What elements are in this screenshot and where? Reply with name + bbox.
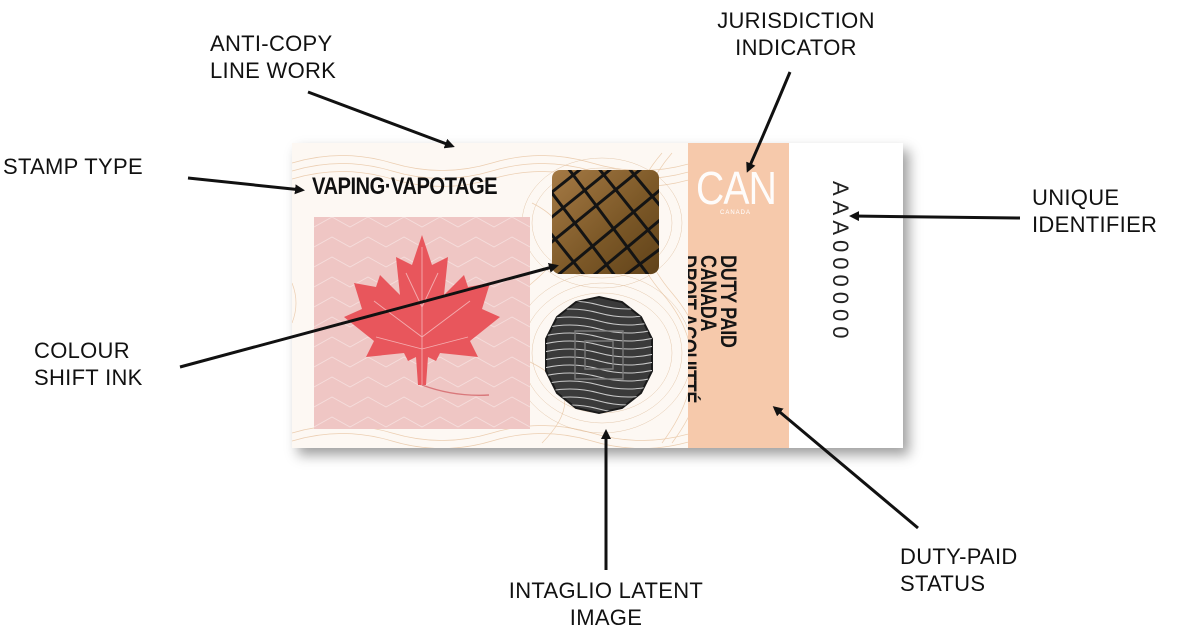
duty-line: DROIT ACQUITTÉ — [688, 255, 701, 404]
maple-leaf-panel — [314, 217, 530, 429]
stamp-type-label: VAPING·VAPOTAGE — [312, 173, 498, 200]
identifier-band: AAA000000 — [789, 143, 903, 448]
duty-line: CANADA — [696, 255, 721, 332]
arrow-stamp-type — [187, 176, 305, 195]
callout-anti-copy: ANTI-COPY LINE WORK — [210, 31, 337, 83]
callout-stamp-type: STAMP TYPE — [3, 154, 143, 179]
intaglio-seal-icon — [545, 295, 653, 415]
colour-shift-ink-patch — [552, 170, 659, 274]
excise-stamp: VAPING·VAPOTAGE — [292, 143, 903, 448]
callout-intaglio: INTAGLIO LATENT IMAGE — [508, 578, 704, 630]
jurisdiction-microtext: CANADA — [720, 210, 752, 216]
duty-line: DUTY PAID — [716, 255, 741, 348]
callout-jurisdiction: JURISDICTION INDICATOR — [717, 8, 875, 60]
jurisdiction-code: CAN — [696, 162, 777, 214]
maple-leaf-icon — [314, 217, 530, 428]
callout-unique-id: UNIQUE IDENTIFIER — [1032, 185, 1158, 237]
callout-duty-paid: DUTY-PAID STATUS — [900, 544, 1018, 596]
arrow-anti-copy — [307, 90, 455, 149]
callout-colour-shift: COLOUR SHIFT INK — [34, 338, 143, 390]
jurisdiction-band: CAN CANADA DUTY PAID CANADA DROIT ACQUIT… — [688, 143, 789, 448]
